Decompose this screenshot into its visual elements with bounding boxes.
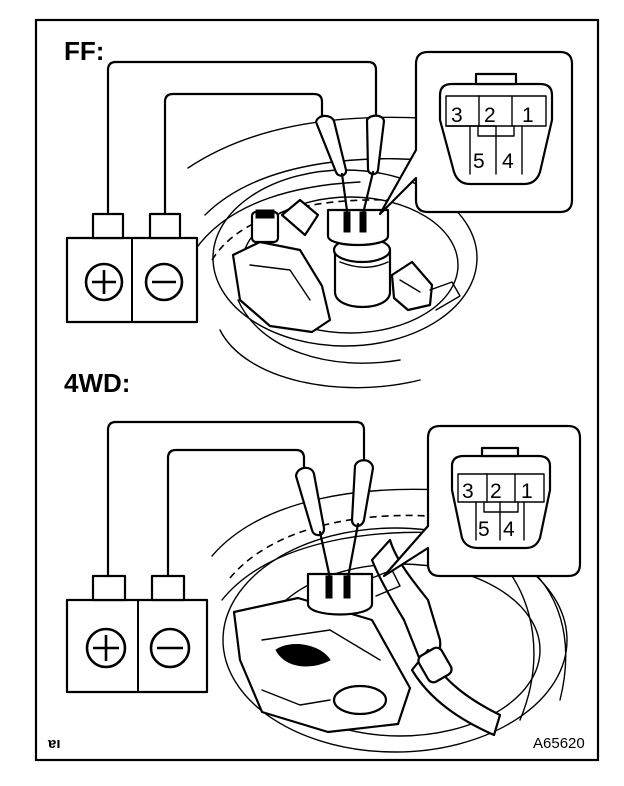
ff-panel: FF:	[64, 36, 574, 389]
ff-negative-terminal	[148, 212, 182, 240]
4wd-negative-terminal	[150, 574, 186, 602]
ff-probe-negative	[314, 114, 350, 220]
minus-icon	[144, 262, 184, 302]
ff-label: FF:	[64, 36, 104, 66]
ff-negative-lead	[163, 92, 324, 216]
4wd-pin-2: 2	[490, 480, 502, 503]
ff-voltmeter	[65, 212, 199, 324]
ff-connector-face: 3 2 1 5 4	[438, 72, 554, 186]
4wd-voltmeter	[65, 574, 209, 694]
4wd-panel: 4WD:	[64, 368, 582, 753]
4wd-probe-negative	[294, 466, 332, 580]
4wd-pin-3: 3	[462, 480, 474, 503]
plus-icon	[85, 627, 127, 669]
ff-positive-terminal	[91, 212, 125, 240]
4wd-connector-face: 3 2 1 5 4	[450, 446, 552, 550]
corner-mark: ɐı	[47, 735, 61, 752]
ff-pin-4: 4	[502, 150, 514, 173]
ff-pin-3: 3	[451, 104, 463, 127]
ff-fuel-pump-body	[187, 116, 478, 389]
plus-icon	[84, 262, 124, 302]
4wd-positive-terminal	[91, 574, 127, 602]
4wd-label: 4WD:	[64, 368, 130, 398]
ff-pin-5: 5	[473, 150, 485, 173]
figure-code: A65620	[533, 735, 585, 752]
4wd-probe-positive	[346, 459, 375, 580]
ff-positive-lead	[106, 60, 378, 216]
4wd-fuel-pump-body	[211, 488, 568, 753]
ff-pin-2: 2	[484, 104, 496, 127]
ff-pin-1: 1	[522, 104, 534, 127]
4wd-pin-5: 5	[478, 518, 490, 541]
minus-icon	[149, 627, 191, 669]
ff-probe-positive	[360, 114, 386, 220]
4wd-pin-4: 4	[503, 518, 515, 541]
4wd-pin-1: 1	[521, 480, 533, 503]
4wd-positive-lead	[106, 420, 366, 578]
4wd-negative-lead	[166, 448, 306, 578]
